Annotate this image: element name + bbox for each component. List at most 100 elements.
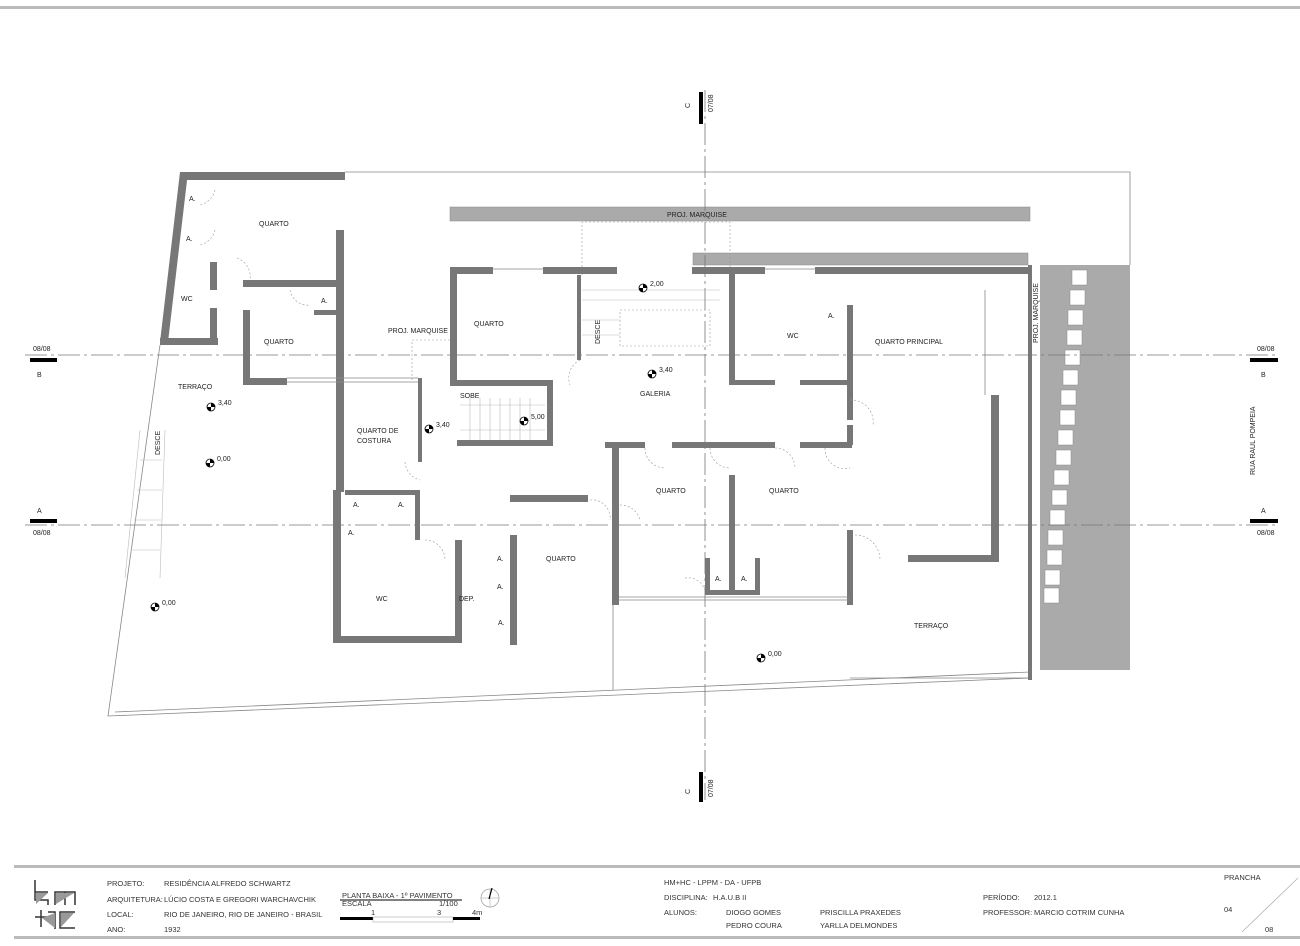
stairs xyxy=(124,289,720,579)
svg-text:5,00: 5,00 xyxy=(531,414,545,421)
level-markers: 3,40 0,00 3,40 5,00 2,00 3,40 0,00 0,00 xyxy=(150,281,782,663)
section-marker-c-bottom: C 07/08 xyxy=(685,772,715,802)
svg-text:PRISCILLA PRAXEDES: PRISCILLA PRAXEDES xyxy=(820,908,901,917)
section-c-label: C xyxy=(685,789,692,794)
svg-text:A.: A. xyxy=(186,236,193,243)
svg-text:YARLLA DELMONDES: YARLLA DELMONDES xyxy=(820,921,897,930)
svg-text:ARQUITETURA:: ARQUITETURA: xyxy=(107,895,163,904)
level-marker-icon: 3,40 xyxy=(647,367,673,379)
marquise-label: PROJ. MARQUISE xyxy=(1033,283,1040,343)
svg-text:4m: 4m xyxy=(472,908,482,917)
svg-text:3: 3 xyxy=(437,908,441,917)
room-label: QUARTO xyxy=(264,339,294,346)
svg-text:A.: A. xyxy=(498,620,505,627)
svg-text:ANO:: ANO: xyxy=(107,925,125,934)
marquise-projection-2 xyxy=(692,252,1029,266)
svg-text:A.: A. xyxy=(189,196,196,203)
walls xyxy=(160,172,1032,680)
desce-label: DESCE xyxy=(155,431,162,455)
svg-text:A.: A. xyxy=(497,584,504,591)
room-label: QUARTO xyxy=(546,556,576,563)
desce-label: DESCE xyxy=(595,320,602,344)
scale-bar: PLANTA BAIXA - 1º PAVIMENTO ESCALA 1/100… xyxy=(340,891,482,923)
site-outline xyxy=(107,171,1131,717)
svg-text:HM+HC - LPPM - DA - UFPB: HM+HC - LPPM - DA - UFPB xyxy=(664,878,761,887)
annotation-labels: PROJ. MARQUISE PROJ. MARQUISE PROJ. MARQ… xyxy=(155,212,1040,455)
svg-text:MARCIO COTRIM CUNHA: MARCIO COTRIM CUNHA xyxy=(1034,908,1124,917)
level-marker-icon: 0,00 xyxy=(756,651,782,663)
north-arrow-icon xyxy=(480,887,500,908)
windows xyxy=(287,268,986,601)
svg-text:A.: A. xyxy=(353,502,360,509)
closet-labels: A. A. A. A. A. A. A. A. A. A. A. A. xyxy=(186,196,835,627)
room-label: GALERIA xyxy=(640,391,671,398)
section-c-label: C xyxy=(685,103,692,108)
level-marker-icon: 5,00 xyxy=(519,414,545,426)
svg-text:A.: A. xyxy=(497,556,504,563)
title-block-top-border xyxy=(14,865,1300,868)
room-label: WC xyxy=(181,296,193,303)
svg-text:B: B xyxy=(37,372,42,379)
sobe-label: SOBE xyxy=(460,393,480,400)
svg-text:RIO DE JANEIRO, RIO DE JANEIRO: RIO DE JANEIRO, RIO DE JANEIRO - BRASIL xyxy=(164,910,322,919)
section-c-ref: 07/08 xyxy=(708,779,715,797)
section-marker-b-left: 08/08 B xyxy=(30,346,57,379)
logo xyxy=(34,880,76,929)
svg-text:3,40: 3,40 xyxy=(659,367,673,374)
section-c-ref: 07/08 xyxy=(708,94,715,112)
top-border xyxy=(0,6,1300,9)
room-label: QUARTO xyxy=(656,488,686,495)
svg-text:ALUNOS:: ALUNOS: xyxy=(664,908,697,917)
svg-text:2,00: 2,00 xyxy=(650,281,664,288)
room-label: QUARTO xyxy=(259,221,289,228)
street-name: RUA RAUL POMPEIA xyxy=(1250,406,1257,475)
section-marker-b-right: 08/08 B xyxy=(1250,346,1278,379)
svg-text:1: 1 xyxy=(371,908,375,917)
door-swings xyxy=(199,189,881,591)
svg-text:08: 08 xyxy=(1265,925,1273,934)
marquise-label: PROJ. MARQUISE xyxy=(667,212,727,219)
svg-text:A.: A. xyxy=(348,530,355,537)
svg-text:A.: A. xyxy=(715,576,722,583)
room-label: QUARTO xyxy=(769,488,799,495)
projection-dashed-lines xyxy=(411,221,731,380)
svg-text:DIOGO GOMES: DIOGO GOMES xyxy=(726,908,781,917)
project-info: PROJETO: RESIDÊNCIA ALFREDO SCHWARTZ ARQ… xyxy=(107,879,322,934)
svg-text:2012.1: 2012.1 xyxy=(1034,893,1057,902)
svg-text:A: A xyxy=(37,508,42,515)
room-label: WC xyxy=(376,596,388,603)
section-marker-c-top: C 07/08 xyxy=(685,92,715,124)
room-label: TERRAÇO xyxy=(178,384,213,391)
svg-text:0,00: 0,00 xyxy=(217,456,231,463)
course-info: HM+HC - LPPM - DA - UFPB DISCIPLINA: H.A… xyxy=(664,878,1124,930)
svg-text:A.: A. xyxy=(828,313,835,320)
svg-text:A.: A. xyxy=(321,298,328,305)
svg-text:08/08: 08/08 xyxy=(33,530,51,537)
svg-text:A: A xyxy=(1261,508,1266,515)
section-marker-a-right: A 08/08 xyxy=(1250,508,1278,537)
sheet-number: PRANCHA 04 08 xyxy=(1224,873,1299,934)
svg-text:LOCAL:: LOCAL: xyxy=(107,910,134,919)
svg-text:A.: A. xyxy=(741,576,748,583)
room-labels: QUARTO QUARTO QUARTO QUARTO PRINCIPAL WC… xyxy=(178,221,949,630)
svg-text:B: B xyxy=(1261,372,1266,379)
svg-text:0,00: 0,00 xyxy=(768,651,782,658)
room-label: WC xyxy=(787,333,799,340)
svg-text:08/08: 08/08 xyxy=(33,346,51,353)
svg-text:A.: A. xyxy=(398,502,405,509)
svg-text:1932: 1932 xyxy=(164,925,181,934)
svg-text:DISCIPLINA:: DISCIPLINA: xyxy=(664,893,708,902)
svg-text:PRANCHA: PRANCHA xyxy=(1224,873,1261,882)
room-label: QUARTO PRINCIPAL xyxy=(875,339,943,346)
svg-text:08/08: 08/08 xyxy=(1257,346,1275,353)
marquise-projection xyxy=(449,206,1031,222)
section-marker-a-left: A 08/08 xyxy=(30,508,57,537)
svg-text:3,40: 3,40 xyxy=(218,400,232,407)
level-marker-icon: 3,40 xyxy=(206,400,232,412)
svg-text:04: 04 xyxy=(1224,905,1232,914)
svg-text:H.A.U.B II: H.A.U.B II xyxy=(713,893,746,902)
room-label: DEP. xyxy=(459,596,474,603)
level-marker-icon: 0,00 xyxy=(205,456,231,468)
svg-text:PROJETO:: PROJETO: xyxy=(107,879,144,888)
